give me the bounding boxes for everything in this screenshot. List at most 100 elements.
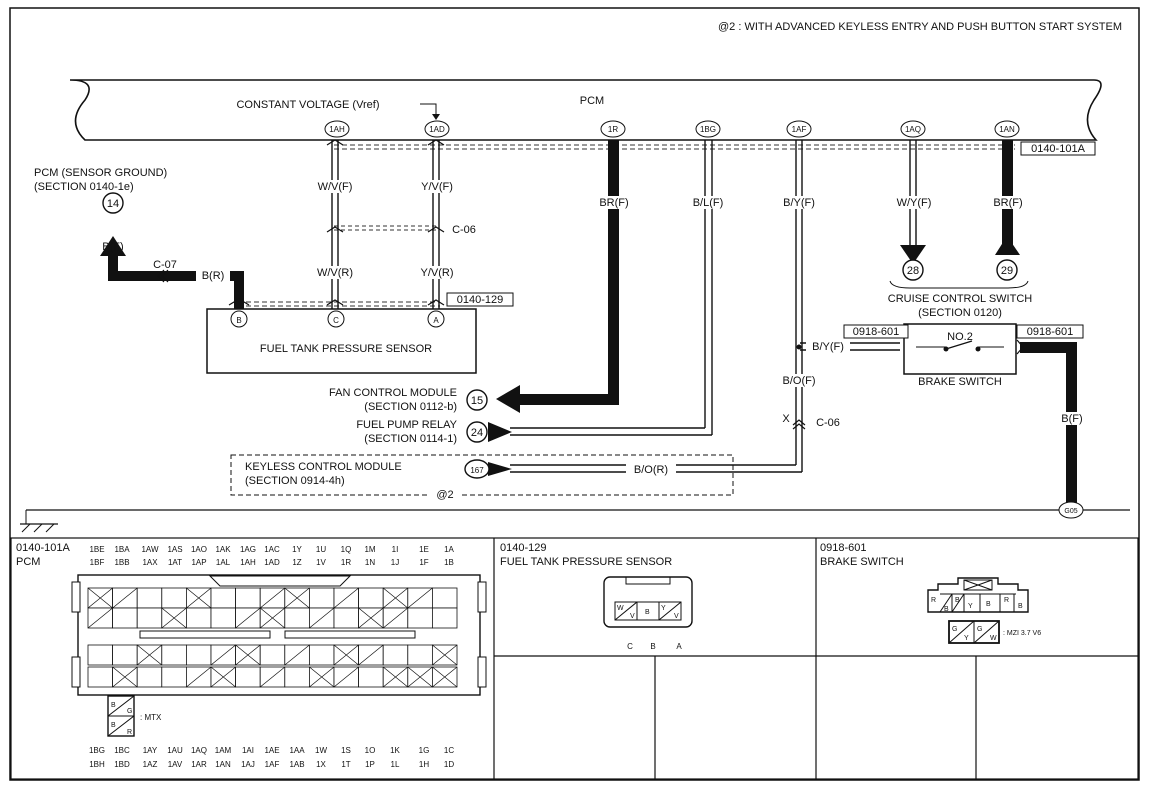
split-cavity-line (333, 587, 359, 609)
module-line1: FAN CONTROL MODULE (329, 387, 457, 399)
junction-label: C-06 (452, 224, 476, 236)
pin-number: 1Q (341, 545, 352, 554)
pin-label: 1AQ (905, 125, 921, 134)
ground-icon (21, 523, 55, 533)
sensor-face-pin: B (650, 642, 655, 651)
pin-number: 1D (444, 760, 454, 769)
junction-mark (1016, 339, 1024, 355)
pin-number: 1BD (114, 760, 130, 769)
pin-label: 1BG (700, 125, 716, 134)
junction-mark (326, 226, 344, 233)
module-line2: (SECTION 0112-b) (364, 401, 457, 413)
brake-conn-left-box (843, 324, 909, 339)
split-cavity-line (112, 587, 138, 609)
junction-mark (161, 269, 169, 283)
ref-label: 14 (107, 198, 119, 210)
pin-number: 1BH (89, 760, 105, 769)
split-cavity-line (235, 607, 261, 629)
wire-label: B(F) (1061, 413, 1082, 425)
connector-cell (333, 607, 360, 629)
fuel-sensor-connector-face: W V B Y V (603, 576, 693, 628)
arrow-left-icon (496, 385, 520, 413)
cruise-line2: (SECTION 0120) (918, 307, 1002, 319)
keyless-note: @2 (436, 489, 453, 501)
pin-number: 1AN (215, 760, 231, 769)
pin-number: 1AB (289, 760, 304, 769)
ground-ref: G05 (1064, 508, 1077, 515)
empty-cavity-icon (382, 587, 409, 609)
wire-label: BR(F) (599, 197, 628, 209)
header-note: @2 : WITH ADVANCED KEYLESS ENTRY AND PUS… (718, 21, 1122, 33)
sensor-face-pin: C (627, 642, 633, 651)
empty-cavity-icon (358, 607, 384, 629)
pin-number: 1G (419, 746, 430, 755)
panel1-name: PCM (16, 556, 40, 568)
pcm-connector-ref: 0140-101A (1031, 143, 1085, 155)
pin-label: 1AN (999, 125, 1015, 134)
sensor-pin: C (333, 316, 339, 325)
panel3-code: 0918-601 (820, 542, 867, 554)
pin-number: 1BE (89, 545, 104, 554)
ref-label: 167 (470, 466, 484, 475)
pin-number: 1AD (264, 558, 280, 567)
sensor-pin: A (433, 316, 439, 325)
outer-frame (9, 7, 1140, 781)
wire-label: B/Y(F) (783, 197, 815, 209)
pin-number: 1AR (191, 760, 207, 769)
split-cavity-line (259, 666, 286, 688)
svg-text:G: G (127, 708, 132, 715)
split-cavity-line (259, 587, 286, 609)
pin-number: 1AA (289, 746, 305, 755)
pin-number: 1R (341, 558, 351, 567)
vref-arrow-icon (432, 114, 440, 120)
svg-text:B: B (955, 597, 960, 604)
brake-connector-face: R B B Y B R B G Y G W (927, 577, 1029, 644)
empty-cavity-icon (186, 587, 212, 609)
bottom-panel-grid (10, 537, 1139, 780)
empty-cavity-icon (432, 644, 458, 666)
pin-number: 1AO (191, 545, 207, 554)
sensor-ground-line1: PCM (SENSOR GROUND) (34, 167, 167, 179)
pin-number: 1AX (142, 558, 158, 567)
arrow-right-icon (488, 422, 512, 442)
pin-number: 1BF (90, 558, 105, 567)
wire-b-ground (234, 271, 244, 311)
pin-number: 1AS (167, 545, 182, 554)
keyless-dashed-box (230, 454, 734, 496)
fuel-connector-ref: 0140-129 (457, 294, 504, 306)
connector-cell (112, 607, 138, 629)
connector-cell (235, 666, 261, 688)
pin-number: 1T (341, 760, 350, 769)
pin-number: 1AG (240, 545, 256, 554)
connector-cell (136, 607, 163, 629)
connector-cell (284, 666, 310, 688)
empty-cavity-icon (309, 666, 335, 688)
pin-number: 1H (419, 760, 429, 769)
pin-number: 1Z (292, 558, 301, 567)
arrow-up-icon (100, 236, 126, 256)
pin-number: 1BC (114, 746, 130, 755)
svg-text:B: B (111, 722, 116, 729)
connector-cell (407, 644, 433, 666)
pin-number: 1I (392, 545, 399, 554)
svg-text:B: B (111, 702, 116, 709)
split-cavity-line (407, 587, 433, 609)
connector-cell (358, 587, 384, 609)
pin-number: 1K (390, 746, 400, 755)
cruise-line1: CRUISE CONTROL SWITCH (888, 293, 1032, 305)
pin-number: 1S (341, 746, 351, 755)
wire-label: Y/V(F) (421, 181, 453, 193)
pin-number: 1AE (264, 746, 279, 755)
connector-cell (210, 607, 237, 629)
junction-mark (792, 423, 806, 430)
svg-text:G: G (952, 626, 957, 633)
wire-label: W/Y(F) (897, 197, 932, 209)
pin-number: 1AK (215, 545, 231, 554)
cruise-bracket (889, 280, 1029, 289)
pin-number: 1W (315, 746, 327, 755)
wire-br-cruise (1002, 140, 1013, 248)
pin-number: 1A (444, 545, 454, 554)
pin-number: 1E (419, 545, 429, 554)
empty-cavity-icon (235, 644, 261, 666)
